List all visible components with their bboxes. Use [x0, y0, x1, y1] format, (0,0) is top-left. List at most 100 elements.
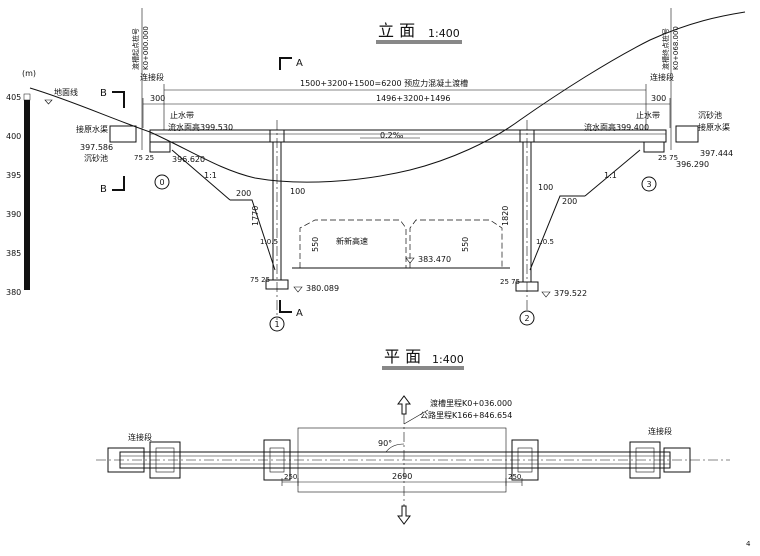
ruler-tick-385: 385 — [6, 249, 21, 258]
dim-end-left: 300 — [150, 94, 165, 103]
slope-right-upper — [584, 149, 641, 197]
stop-right: 止水带 — [636, 110, 660, 120]
plan-angle-arc — [385, 443, 405, 453]
plan-pier-1 — [263, 439, 291, 481]
plan-scale: 1:400 — [432, 353, 464, 366]
road-elev-marker — [405, 257, 415, 264]
pier-2-100: 100 — [538, 183, 553, 192]
orig-channel-left — [109, 125, 137, 143]
dim-25-75-right: 25 75 — [658, 154, 678, 162]
stake-right-caption: 渡槽终点桩号 — [661, 28, 670, 70]
orig-channel-right — [675, 125, 699, 143]
page-mark: 4 — [746, 540, 751, 548]
elev-l1: 397.586 — [80, 143, 113, 152]
plan-stake-2: 公路里程K166+846.654 — [420, 410, 512, 420]
section-b-top: B — [100, 88, 107, 99]
pier-1-base-marker — [293, 286, 303, 293]
slope-105-left: 1:0.5 — [260, 238, 278, 246]
trough-slope: 0.2‰ — [380, 131, 404, 140]
ground-line-label: 地面线 — [54, 87, 78, 97]
plan-connection-right — [663, 447, 691, 473]
plan-abutment-left-inner — [155, 447, 175, 473]
offset-200-left: 200 — [236, 189, 251, 198]
elev-l2: 396.620 — [172, 155, 205, 164]
stake-left-caption: 渡槽起点桩号 — [131, 28, 140, 70]
axis-0: 0 — [160, 178, 165, 187]
ruler-segment — [23, 93, 31, 101]
highway-tunnel-left — [299, 219, 407, 268]
dim-end-right: 300 — [651, 94, 666, 103]
orig-right-label: 接原水渠 — [698, 122, 730, 132]
section-a-top-mark — [279, 57, 292, 70]
plan-pier-2 — [511, 439, 539, 481]
plan-conn-right: 连接段 — [648, 426, 672, 436]
south-arrow-icon — [397, 505, 411, 525]
plan-trough — [119, 451, 671, 469]
road-elev: 383.470 — [418, 255, 451, 264]
axis-2: 2 — [525, 314, 530, 323]
elevation-ruler — [24, 94, 30, 290]
plan-abutment-left — [149, 441, 181, 479]
plan-abutment-right-inner — [635, 447, 655, 473]
ruler-tick-390: 390 — [6, 210, 21, 219]
slope-right-lower — [529, 195, 585, 271]
channel-h1: 550 — [311, 237, 320, 252]
elevation-title: 立 面 — [378, 21, 415, 40]
plan-dim-mid: 2690 — [392, 472, 412, 481]
pier-2-25-75: 25 75 — [500, 278, 520, 286]
section-b-bottom: B — [100, 184, 107, 195]
plan-pier-1-inner — [269, 447, 285, 473]
plan-connection-left — [107, 447, 145, 473]
elev-r2: 396.290 — [676, 160, 709, 169]
plan-title: 平 面 — [384, 347, 421, 366]
section-a-bottom-mark — [279, 300, 292, 313]
conn-left-label: 连接段 — [140, 72, 164, 82]
plan-abutment-right — [629, 441, 661, 479]
axis-3-circle — [641, 176, 657, 192]
sand-right: 沉砂池 — [698, 110, 722, 120]
axis-2-circle — [519, 310, 535, 326]
unit-mark: (m) — [22, 69, 36, 78]
abutment-right — [643, 141, 665, 153]
aqueduct-trough — [149, 129, 667, 143]
dim-75-25-left: 75 25 — [134, 154, 154, 162]
pier-1-100: 100 — [290, 187, 305, 196]
channel-h2: 550 — [461, 237, 470, 252]
highway-name: 新新高速 — [336, 236, 368, 246]
stake-left: K0+000.000 — [142, 26, 150, 70]
offset-200-right: 200 — [562, 197, 577, 206]
plan-pier-2-inner — [517, 447, 533, 473]
plan-dim-right: 250 — [508, 473, 521, 481]
axis-3: 3 — [647, 180, 652, 189]
elev-r1: 397.444 — [700, 149, 733, 158]
water-right: 流水面高399.400 — [584, 122, 649, 132]
section-a-top: A — [296, 58, 303, 69]
pier-2-base: 379.522 — [554, 289, 587, 298]
conn-right-label: 连接段 — [650, 72, 674, 82]
pier-2-height: 1820 — [501, 206, 510, 226]
slope-105-right: 1:0.5 — [536, 238, 554, 246]
sand-left: 沉砂池 — [84, 153, 108, 163]
stake-left-group: 渡槽起点桩号 K0+000.000 — [131, 26, 150, 70]
pier-2-base-marker — [541, 291, 551, 298]
ruler-tick-400: 400 — [6, 132, 21, 141]
ground-line-marker — [44, 99, 53, 105]
pier-1-height: 1770 — [251, 206, 260, 226]
pier-1-base: 380.089 — [306, 284, 339, 293]
slope-left-upper — [171, 149, 231, 201]
plan-angle: 90° — [378, 439, 392, 448]
plan-dim-left: 250 — [284, 473, 297, 481]
north-arrow-icon — [397, 395, 411, 415]
slope-11-left: 1:1 — [204, 171, 217, 180]
ruler-tick-380: 380 — [6, 288, 21, 297]
ruler-tick-395: 395 — [6, 171, 21, 180]
ruler-tick-405: 405 — [6, 93, 21, 102]
slope-left-lower — [230, 199, 276, 271]
axis-1-circle — [269, 316, 285, 332]
highway-tunnel-right — [409, 219, 503, 268]
section-b-top-mark — [112, 91, 125, 108]
plan-stake-leader — [403, 409, 429, 425]
dim-span-total: 1500+3200+1500=6200 预应力混凝土渡槽 — [300, 78, 468, 88]
